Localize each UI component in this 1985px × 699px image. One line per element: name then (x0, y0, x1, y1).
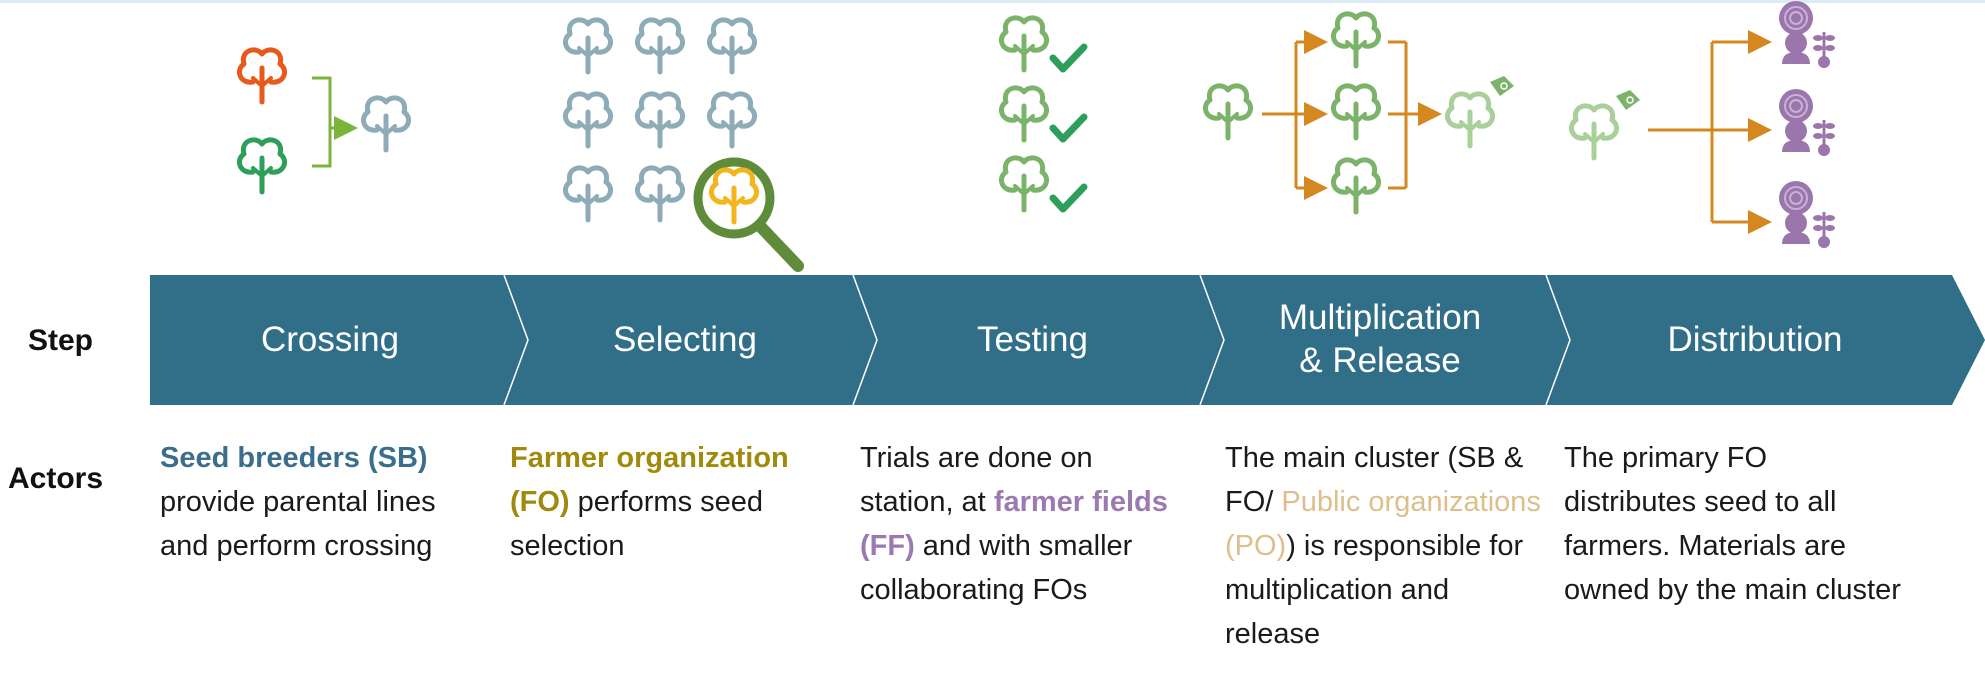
actor-testing: Trials are done on station, at farmer fi… (860, 436, 1180, 612)
step-title: Testing (977, 319, 1088, 359)
chevron-dividers (503, 274, 1571, 406)
step-illustrations (0, 0, 1837, 272)
actor-text: performs seed selection (510, 486, 764, 562)
step-title-line1: Multiplication (1278, 298, 1482, 338)
arrow-icon (1262, 30, 1442, 200)
actor-text: ) is responsible for multiplication and … (1225, 530, 1524, 650)
process-band (150, 274, 1985, 406)
actor-text: provide parental lines and perform cross… (160, 486, 436, 562)
actor-crossing: Seed breeders (SB) provide parental line… (160, 436, 460, 568)
actor-distribution: The primary FO distributes seed to all f… (1564, 436, 1904, 612)
step-title: Crossing (260, 319, 400, 359)
step-title: Distribution (1667, 319, 1843, 359)
actor-text: The primary FO distributes seed to all f… (1564, 442, 1901, 606)
actor-highlight: farmer fields (FF) (860, 486, 1168, 562)
actor-text: and with smaller collaborating FOs (860, 530, 1133, 606)
actor-text: The main cluster (SB & FO/ (1225, 442, 1524, 518)
actor-highlight: Farmer organization (FO) (510, 442, 789, 518)
step-title-line2: & Release (1299, 341, 1461, 380)
actor-selecting: Farmer organization (FO) performs seed s… (510, 436, 830, 568)
step-title: Selecting (613, 319, 757, 359)
actor-highlight: Public organizations (PO) (1225, 486, 1541, 562)
step-row-label: Step (28, 324, 94, 357)
process-band-fill (150, 275, 1985, 405)
step-testing: Testing (860, 275, 1205, 405)
actor-highlight: Seed breeders (SB) (160, 442, 428, 474)
actor-text: Trials are done on station, at (860, 442, 1093, 518)
top-rule (0, 0, 1985, 3)
arrow-icon (312, 76, 352, 168)
actor-multiplication-release: The main cluster (SB & FO/ Public organi… (1225, 436, 1545, 656)
step-multiplication-release: Multiplication & Release (1205, 275, 1555, 405)
arrow-icon (1648, 30, 1772, 234)
step-selecting: Selecting (510, 275, 860, 405)
actors-row-label: Actors (8, 462, 104, 495)
step-crossing: Crossing (150, 275, 510, 405)
step-distribution: Distribution (1555, 275, 1955, 405)
